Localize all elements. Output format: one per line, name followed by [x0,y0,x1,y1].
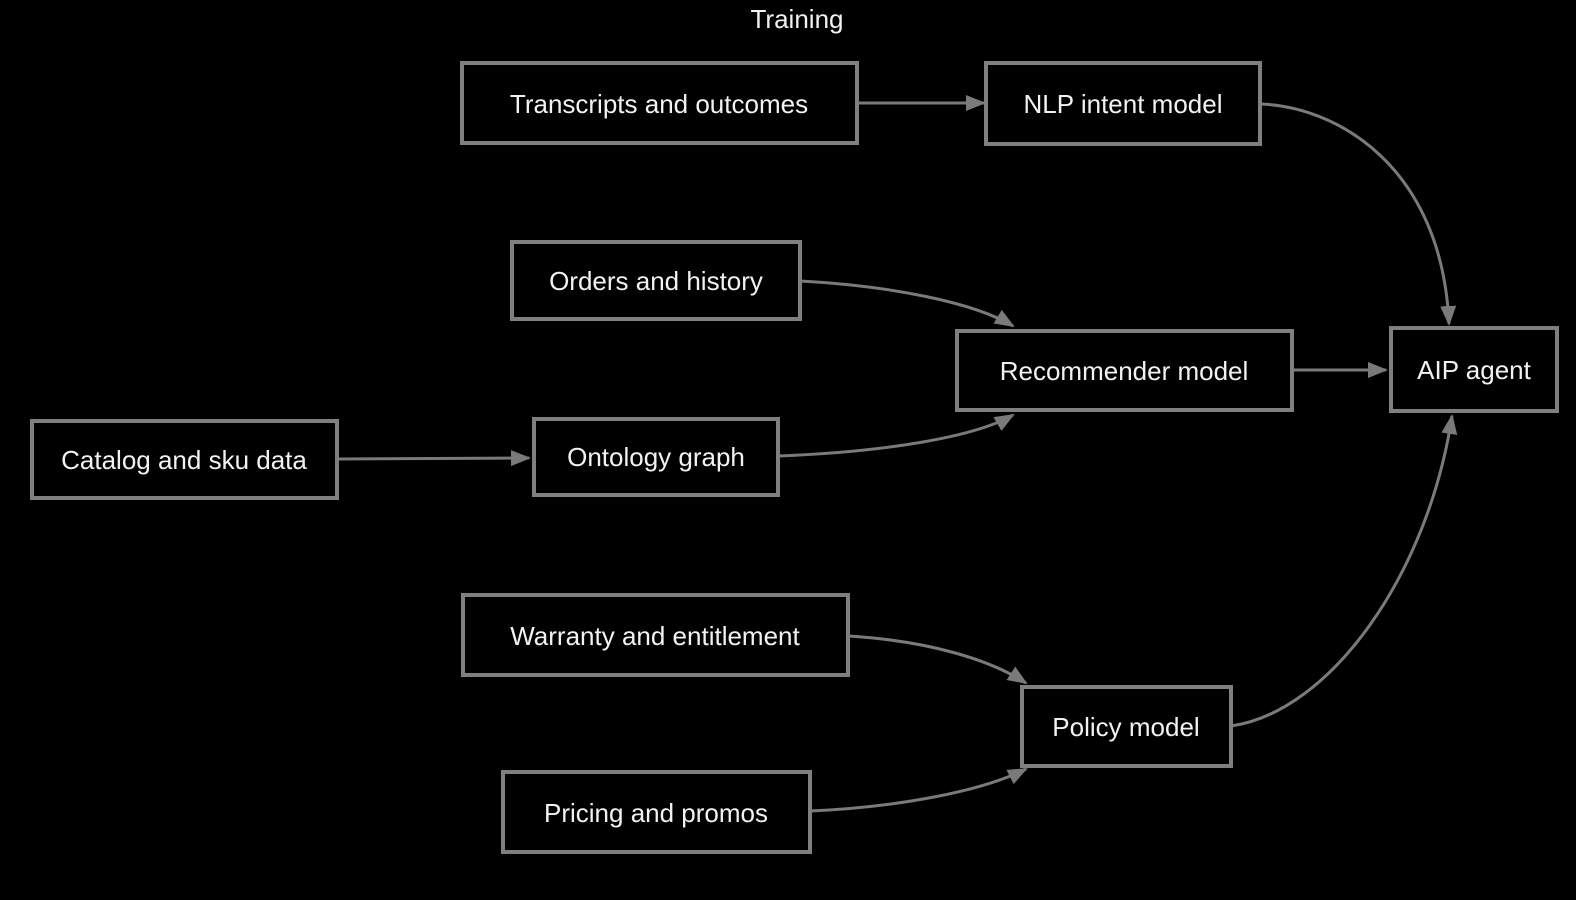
node-transcripts-and-outcomes: Transcripts and outcomes [460,61,859,145]
node-nlp-intent-model: NLP intent model [984,61,1262,146]
edge-ontology-to-recommender [777,413,1015,458]
edge-catalog-to-ontology [336,450,531,467]
node-box [30,419,339,500]
node-recommender-model: Recommender model [955,329,1294,412]
edge-policy-to-aip [1230,414,1458,728]
node-box [955,329,1294,412]
node-policy-model: Policy model [1020,685,1233,768]
node-box [1020,685,1233,768]
edge-nlp-to-aip [1259,102,1457,326]
node-label: Recommender model [1000,356,1249,386]
node-label: Pricing and promos [544,798,768,828]
node-catalog-and-sku-data: Catalog and sku data [30,419,339,500]
node-ontology-graph: Ontology graph [532,417,780,497]
node-label: AIP agent [1417,355,1532,385]
node-label: NLP intent model [1024,89,1223,119]
node-box [1389,326,1559,413]
node-box [501,770,812,854]
node-box [460,61,859,145]
edge-warranty-to-policy [847,634,1028,685]
node-aip-agent: AIP agent [1389,326,1559,413]
node-label: Orders and history [549,266,763,296]
node-box [510,240,802,321]
node-label: Warranty and entitlement [510,621,800,651]
node-box [532,417,780,497]
edge-layer [336,95,1458,813]
node-pricing-and-promos: Pricing and promos [501,770,812,854]
edge-pricing-to-policy [809,767,1028,813]
edge-orders-to-recommender [799,279,1015,328]
node-box [984,61,1262,146]
node-label: Transcripts and outcomes [510,89,808,119]
node-label: Policy model [1052,712,1199,742]
node-box [461,593,850,677]
node-orders-and-history: Orders and history [510,240,802,321]
diagram-title: Training [751,4,844,34]
node-warranty-and-entitlement: Warranty and entitlement [461,593,850,677]
node-label: Ontology graph [567,442,745,472]
node-label: Catalog and sku data [61,445,307,475]
